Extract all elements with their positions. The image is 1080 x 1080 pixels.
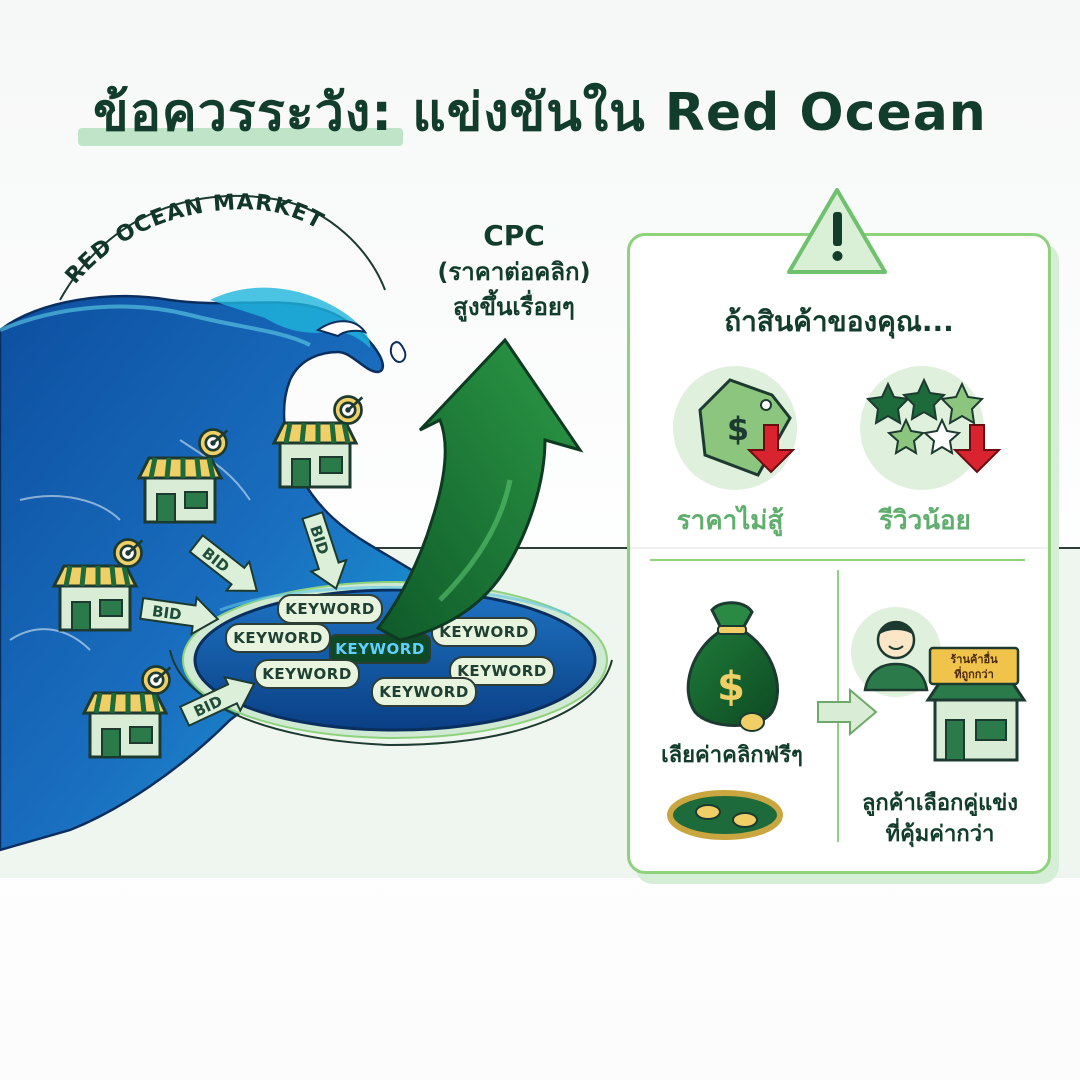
- price-label: ราคาไม่สู้: [676, 506, 784, 536]
- review-label: รีวิวน้อย: [879, 506, 971, 536]
- svg-text:$: $: [717, 664, 745, 710]
- title-wrap: ข้อควรระวัง: แข่งขันใน Red Ocean: [0, 70, 1080, 153]
- panel-heading: ถ้าสินค้าของคุณ...: [724, 305, 954, 338]
- shop-sign-line2: ที่ถูกกว่า: [954, 666, 994, 682]
- keyword-text: KEYWORD: [262, 665, 352, 683]
- keyword-pill-highlight: KEYWORD: [329, 634, 431, 664]
- keyword-pill: KEYWORD: [431, 617, 537, 647]
- right-arrow-icon: [817, 687, 878, 737]
- fee-label: เลียค่าคลิกฟรีๆ: [661, 743, 803, 768]
- keyword-pill: KEYWORD: [371, 677, 477, 707]
- money-bag-icon: $: [686, 601, 780, 727]
- coin-icon: [739, 712, 765, 732]
- keyword-text: KEYWORD: [379, 683, 469, 701]
- shop-sign-line1: ร้านค้าอื่น: [950, 651, 998, 666]
- bid-arrow: BID: [138, 589, 222, 639]
- customer-avatar-icon: [851, 607, 941, 697]
- svg-text:BID: BID: [151, 602, 183, 624]
- svg-text:$: $: [727, 410, 749, 448]
- cpc-line1: (ราคาต่อคลิก): [437, 258, 590, 286]
- keyword-text: KEYWORD: [439, 623, 529, 641]
- keyword-pill: KEYWORD: [277, 594, 383, 624]
- keyword-text: KEYWORD: [233, 629, 323, 647]
- keyword-pills: KEYWORD KEYWORD KEYWORD KEYWORD KEYWORD …: [225, 594, 555, 707]
- keyword-text: KEYWORD: [335, 640, 425, 658]
- cpc-line2: สูงขึ้นเรื่อยๆ: [453, 288, 575, 322]
- lose-line2: ที่คุ้มค่ากว่า: [885, 822, 995, 847]
- keyword-text: KEYWORD: [285, 600, 375, 618]
- down-arrow-icon: [746, 424, 796, 474]
- lose-line1: ลูกค้าเลือกคู่แข่ง: [861, 791, 1019, 816]
- coin-hole-icon: [667, 790, 783, 840]
- cpc-label: CPC (ราคาต่อคลิก) สูงขึ้นเรื่อยๆ: [437, 219, 590, 322]
- cpc-title: CPC: [483, 219, 545, 252]
- lose-label: ลูกค้าเลือกคู่แข่ง ที่คุ้มค่ากว่า: [840, 788, 1040, 850]
- keyword-pill: KEYWORD: [449, 656, 555, 686]
- shop-icon: ร้านค้าอื่น ที่ถูกกว่า: [925, 646, 1027, 762]
- down-arrow-icon: [952, 424, 1002, 474]
- keyword-pill: KEYWORD: [225, 623, 331, 653]
- stars-icon: [860, 366, 985, 490]
- keyword-pill: KEYWORD: [254, 659, 360, 689]
- title-highlight: [78, 128, 403, 146]
- page-title: ข้อควรระวัง: แข่งขันใน Red Ocean: [93, 83, 987, 143]
- cpc-rising-arrow: [375, 337, 584, 642]
- keyword-text: KEYWORD: [457, 662, 547, 680]
- warning-icon: [787, 188, 887, 274]
